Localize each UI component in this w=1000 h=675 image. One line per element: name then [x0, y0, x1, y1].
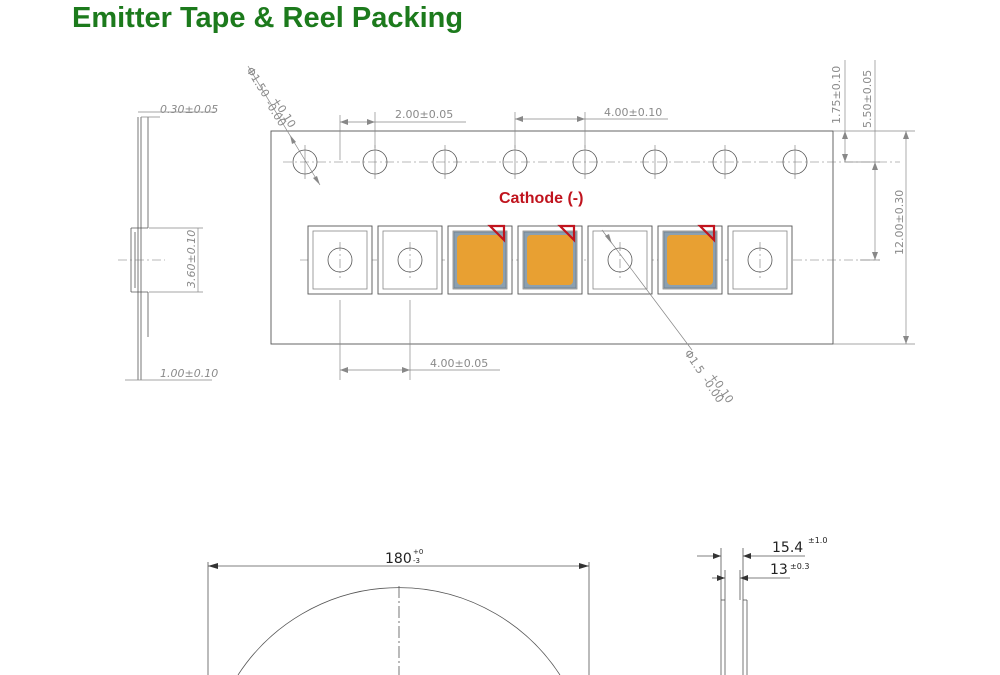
pocket-depth-dim: 3.60±0.10 [185, 230, 198, 288]
reel-diameter-tol-plus: +0 [413, 548, 423, 556]
hole-to-pocket-center-dim: 5.50±0.05 [861, 70, 874, 128]
pocket-empty [377, 225, 443, 295]
pocket-hole-dia-dim: Φ1.5 [682, 347, 707, 376]
pocket-empty [307, 225, 373, 295]
pocket-with-led [447, 224, 513, 295]
edge-to-hole-dim: 1.75±0.10 [830, 66, 843, 124]
reel-diameter-dim: 180 [385, 551, 412, 567]
tape-dimension-lines [247, 60, 909, 380]
pocket-pitch-dim: 4.00±0.05 [430, 357, 488, 370]
pocket-with-led [517, 224, 583, 295]
page-title: Emitter Tape & Reel Packing [72, 2, 464, 34]
led-emitter [523, 224, 577, 289]
cathode-mark [557, 224, 576, 243]
reel-inner-width-dim: 13 [770, 562, 788, 578]
reel-outer-width-dim: 15.4 [772, 540, 803, 556]
led-emitter [453, 224, 507, 289]
pockets [307, 224, 793, 295]
tape-width-dim: 12.00±0.30 [893, 190, 906, 255]
cathode-mark [697, 224, 716, 243]
carrier-thickness-dim: 1.00±0.10 [160, 367, 218, 380]
cathode-label: Cathode (-) [499, 190, 583, 207]
thickness-dim: 0.30±0.05 [160, 103, 218, 116]
cathode-mark [487, 224, 506, 243]
pocket-with-led [657, 224, 723, 295]
tape-side-profile [118, 111, 215, 381]
reel-inner-width-tol: ±0.3 [790, 562, 809, 571]
pocket-empty [727, 225, 793, 295]
sprocket-pitch-dim: 4.00±0.10 [604, 106, 662, 119]
reel-diameter-tol-minus: -3 [413, 557, 420, 565]
reel-side-view [697, 548, 805, 675]
led-emitter [663, 224, 717, 289]
sprocket-hole-dia-dim: Φ1.50 [243, 65, 272, 100]
reel-outer-width-tol: ±1.0 [808, 536, 827, 545]
reel-front-view [207, 562, 590, 675]
hole-to-pocket-dim: 2.00±0.05 [395, 108, 453, 121]
